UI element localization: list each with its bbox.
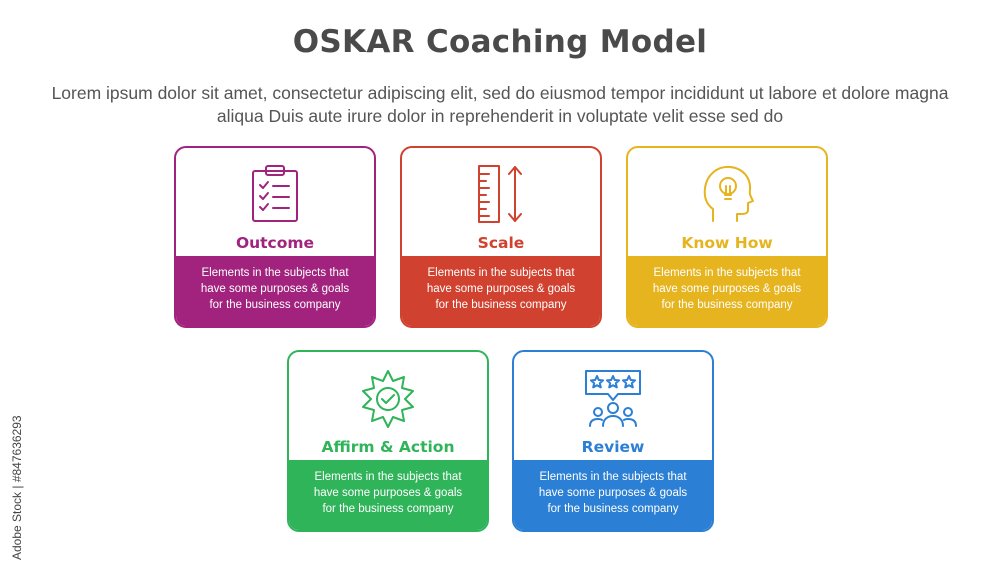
checklist-clipboard-icon xyxy=(176,162,374,226)
stock-watermark: Adobe Stock | #847636293 xyxy=(10,415,24,560)
card-description: Elements in the subjects that have some … xyxy=(628,256,826,326)
card-affirm-action: Affirm & Action Elements in the subjects… xyxy=(287,350,489,532)
card-label: Scale xyxy=(477,234,525,252)
card-label: Outcome xyxy=(235,234,315,252)
card-label: Review xyxy=(581,438,645,456)
card-review: Review Elements in the subjects that hav… xyxy=(512,350,714,532)
head-lightbulb-icon xyxy=(628,162,826,226)
card-description: Elements in the subjects that have some … xyxy=(289,460,487,530)
card-scale: Scale Elements in the subjects that have… xyxy=(400,146,602,328)
page-subtitle: Lorem ipsum dolor sit amet, consectetur … xyxy=(51,83,949,126)
rating-review-icon xyxy=(514,366,712,430)
card-description: Elements in the subjects that have some … xyxy=(176,256,374,326)
card-description: Elements in the subjects that have some … xyxy=(514,460,712,530)
card-label: Know How xyxy=(681,234,773,252)
card-description: Elements in the subjects that have some … xyxy=(402,256,600,326)
card-outcome: Outcome Elements in the subjects that ha… xyxy=(174,146,376,328)
card-label: Affirm & Action xyxy=(321,438,455,456)
card-know-how: Know How Elements in the subjects that h… xyxy=(626,146,828,328)
badge-check-icon xyxy=(289,366,487,430)
ruler-scale-icon xyxy=(402,162,600,226)
page-title: OSKAR Coaching Model xyxy=(292,24,708,60)
